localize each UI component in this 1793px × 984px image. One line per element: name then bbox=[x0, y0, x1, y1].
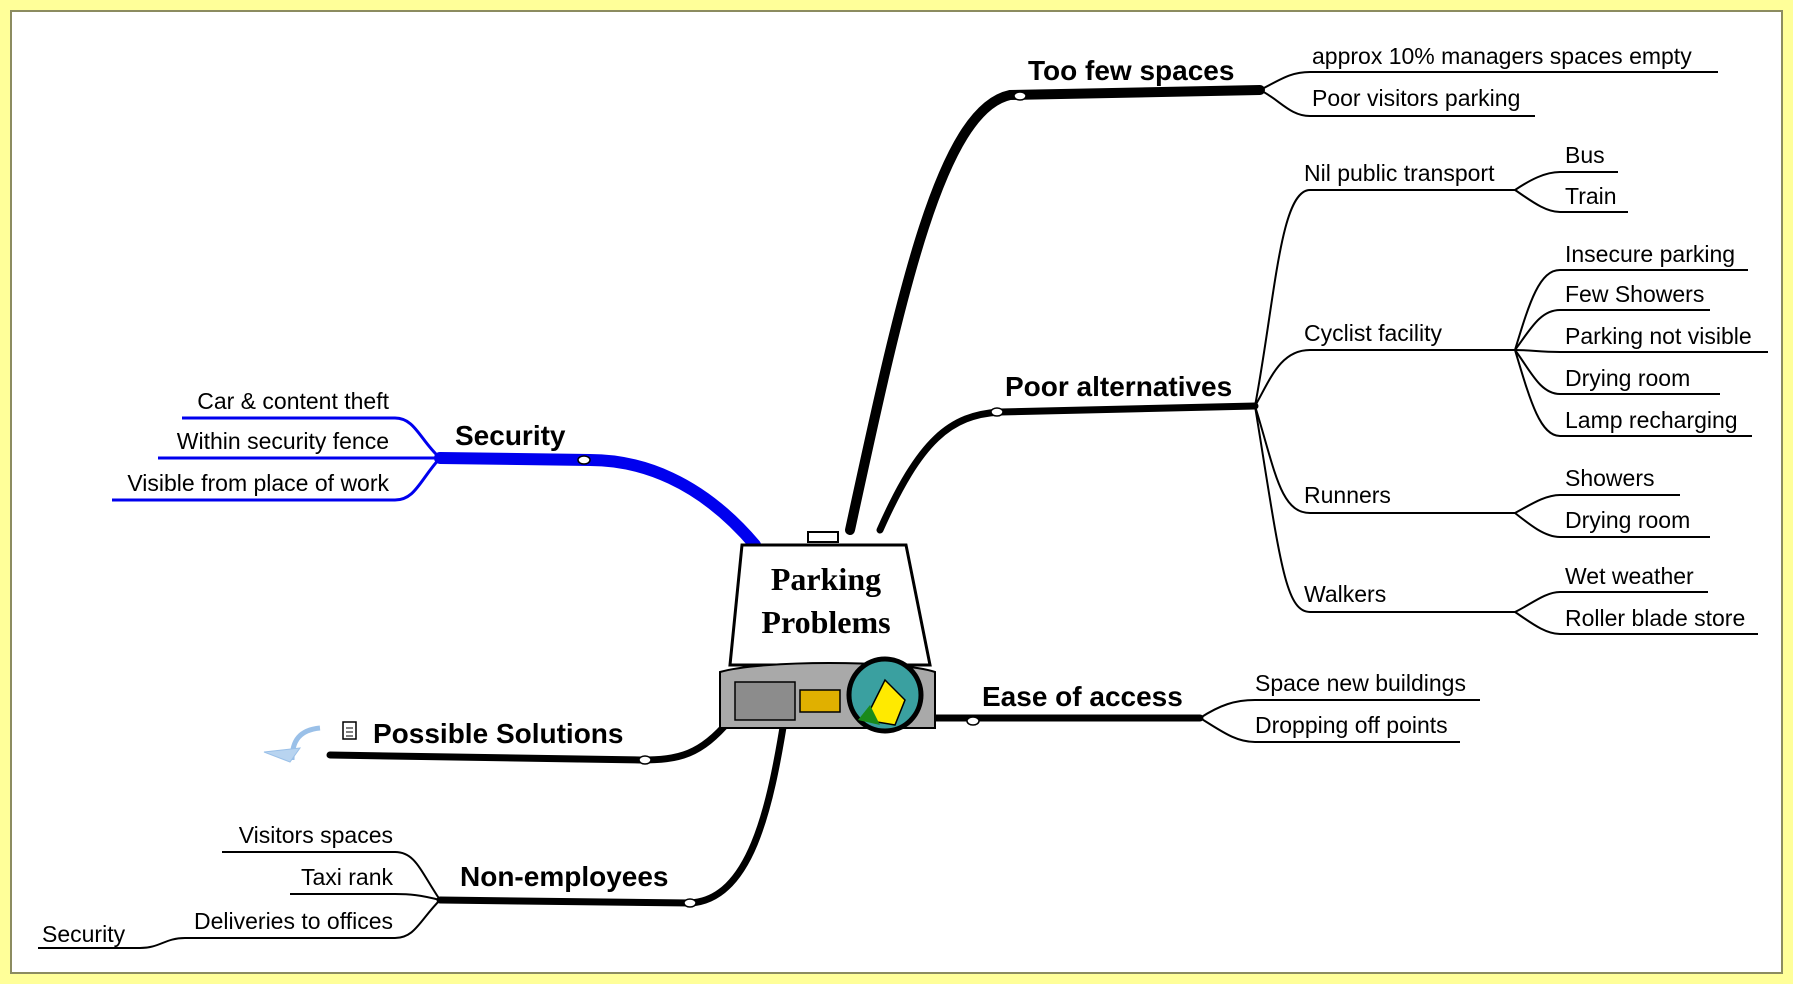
leaf-label[interactable]: Roller blade store bbox=[1565, 605, 1745, 631]
leaf-line bbox=[1514, 349, 1752, 437]
rear-mirror-icon bbox=[807, 531, 839, 543]
branch-poor-alternatives-line[interactable] bbox=[876, 402, 1259, 534]
leaf-line bbox=[290, 893, 441, 901]
leaf-label[interactable]: Deliveries to offices bbox=[194, 908, 393, 934]
leaf-line bbox=[112, 456, 442, 502]
connector-oval bbox=[1013, 91, 1027, 101]
radio-icon bbox=[799, 689, 841, 713]
branch-too-few-spaces-line[interactable] bbox=[845, 85, 1265, 535]
leaf-line bbox=[1259, 89, 1535, 117]
leaf-line bbox=[1514, 512, 1710, 538]
leaf-label[interactable]: Within security fence bbox=[177, 428, 389, 454]
steering-hub-icon bbox=[858, 705, 880, 725]
sub-branch-line bbox=[1254, 405, 1515, 613]
connector-oval bbox=[577, 455, 591, 465]
leaf-label[interactable]: Parking not visible bbox=[1565, 323, 1752, 349]
leaf-label[interactable]: Drying room bbox=[1565, 365, 1690, 391]
leaf-label[interactable]: Car & content theft bbox=[197, 388, 389, 414]
leaf-line bbox=[1514, 494, 1680, 514]
leaf-line bbox=[1199, 717, 1460, 743]
center-title-line1: Parking bbox=[771, 561, 881, 597]
sub-branch-label[interactable]: Runners bbox=[1304, 482, 1391, 508]
leaf-line bbox=[1514, 309, 1710, 351]
branch-ease-of-access[interactable]: Ease of access bbox=[982, 681, 1183, 712]
leaf-label[interactable]: Security bbox=[42, 921, 126, 947]
leaf-label[interactable]: Visible from place of work bbox=[127, 470, 389, 496]
sub-branch-line bbox=[1254, 349, 1515, 407]
sub-branch-line bbox=[1254, 189, 1515, 407]
sub-branch-label[interactable]: Nil public transport bbox=[1304, 160, 1495, 186]
leaf-label[interactable]: Wet weather bbox=[1565, 563, 1694, 589]
leaf-line bbox=[1514, 349, 1768, 353]
leaf-line bbox=[1514, 611, 1758, 635]
leaf-label[interactable]: Train bbox=[1565, 183, 1617, 209]
leaf-line bbox=[1259, 71, 1718, 91]
steering-hub-icon bbox=[863, 678, 906, 726]
central-image[interactable]: Parking Problems bbox=[719, 531, 936, 734]
branch-too-few-spaces[interactable]: Too few spaces bbox=[1028, 55, 1234, 86]
leaf-label[interactable]: Drying room bbox=[1565, 507, 1690, 533]
leaf-line bbox=[222, 851, 441, 901]
leaf-line bbox=[38, 937, 186, 949]
leaf-label[interactable]: approx 10% managers spaces empty bbox=[1312, 43, 1692, 69]
leaf-line bbox=[1514, 349, 1720, 395]
branch-possible-solutions[interactable]: Possible Solutions bbox=[373, 718, 623, 749]
leaf-line bbox=[185, 899, 441, 939]
sub-branch-label[interactable]: Cyclist facility bbox=[1304, 320, 1443, 346]
branch-non-employees[interactable]: Non-employees bbox=[460, 861, 669, 892]
connector-oval bbox=[638, 755, 652, 765]
center-title-line2: Problems bbox=[761, 604, 890, 640]
leaf-line bbox=[1514, 171, 1618, 191]
leaf-label[interactable]: Insecure parking bbox=[1565, 241, 1735, 267]
branch-non-employees-line[interactable] bbox=[436, 711, 789, 907]
link-arrow-icon[interactable] bbox=[263, 725, 321, 763]
windscreen-shape bbox=[728, 543, 932, 667]
sub-branch-line bbox=[1254, 405, 1515, 514]
glovebox-icon bbox=[734, 681, 796, 721]
leaf-line bbox=[1514, 189, 1628, 213]
leaf-label[interactable]: Few Showers bbox=[1565, 281, 1704, 307]
leaf-label[interactable]: Taxi rank bbox=[301, 864, 394, 890]
leaf-line bbox=[1514, 591, 1708, 613]
leaf-label[interactable]: Lamp recharging bbox=[1565, 407, 1738, 433]
branch-security-line[interactable] bbox=[434, 452, 761, 551]
branch-security[interactable]: Security bbox=[455, 420, 566, 451]
leaf-label[interactable]: Space new buildings bbox=[1255, 670, 1466, 696]
connector-oval bbox=[683, 898, 697, 908]
connector-oval bbox=[990, 407, 1004, 417]
leaf-label[interactable]: Dropping off points bbox=[1255, 712, 1448, 738]
leaf-line bbox=[1199, 699, 1480, 719]
leaf-label[interactable]: Poor visitors parking bbox=[1312, 85, 1520, 111]
leaf-label[interactable]: Showers bbox=[1565, 465, 1654, 491]
leaf-label[interactable]: Visitors spaces bbox=[239, 822, 393, 848]
sub-branch-label[interactable]: Walkers bbox=[1304, 581, 1386, 607]
leaf-line bbox=[1514, 269, 1748, 351]
leaf-line bbox=[182, 416, 442, 460]
connector-oval bbox=[966, 716, 980, 726]
note-icon[interactable] bbox=[342, 721, 357, 740]
leaf-label[interactable]: Bus bbox=[1565, 142, 1605, 168]
branch-poor-alternatives[interactable]: Poor alternatives bbox=[1005, 371, 1232, 402]
